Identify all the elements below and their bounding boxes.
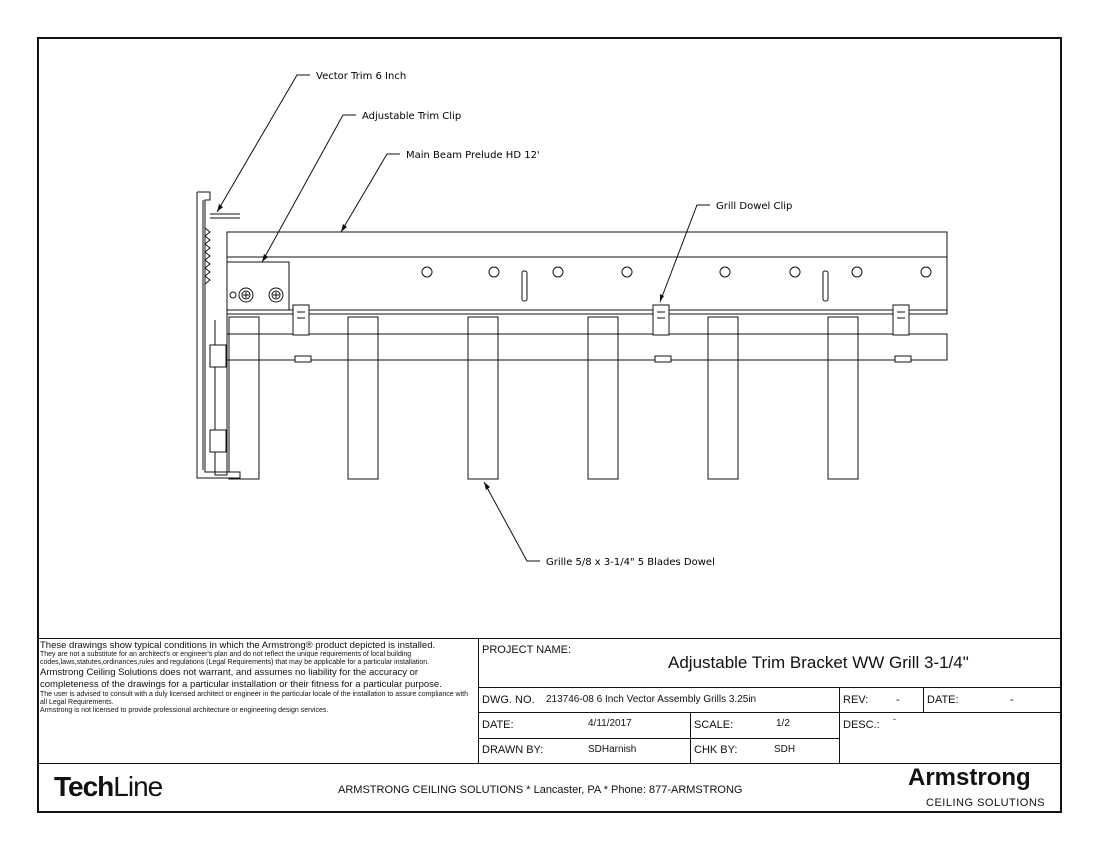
- date-label: DATE:: [482, 719, 514, 731]
- callout-adjustable-clip: Adjustable Trim Clip: [362, 111, 461, 122]
- disclaimer-line5: Armstrong is not licensed to provide pro…: [40, 707, 329, 714]
- desc-label: DESC.:: [843, 719, 880, 731]
- disclaimer-line1: These drawings show typical conditions i…: [40, 640, 436, 651]
- titleblock-divider: [923, 687, 924, 712]
- date-label-2: DATE:: [927, 694, 959, 706]
- grille-blade: [467, 316, 499, 480]
- dowel-rail: [226, 333, 948, 361]
- adjustable-trim-clip: [209, 261, 290, 476]
- titleblock-bottom-line: [38, 763, 1061, 764]
- beam-hole: [920, 266, 932, 278]
- titleblock-divider: [478, 638, 479, 763]
- grille-blade: [827, 316, 859, 480]
- disclaimer-line3: Armstrong Ceiling Solutions does not war…: [40, 667, 442, 690]
- company-info: ARMSTRONG CEILING SOLUTIONS * Lancaster,…: [338, 784, 743, 796]
- grille-blade: [587, 316, 619, 480]
- callout-main-beam: Main Beam Prelude HD 12': [406, 150, 540, 161]
- dwg-no: 213746-08 6 Inch Vector Assembly Grills …: [546, 694, 757, 705]
- rev-label: REV:: [843, 694, 869, 706]
- main-beam: [226, 231, 948, 315]
- arrowhead: [341, 224, 347, 232]
- dwg-no-label: DWG. NO.: [482, 694, 535, 706]
- beam-hole: [621, 266, 633, 278]
- date-value-2: -: [1010, 694, 1014, 706]
- scale-label: SCALE:: [694, 719, 734, 731]
- arrowhead: [217, 204, 223, 212]
- disclaimer-line4: The user is advised to consult with a du…: [40, 691, 469, 706]
- callout-vector-trim: Vector Trim 6 Inch: [316, 71, 406, 82]
- callout-grill-dowel-clip: Grill Dowel Clip: [716, 201, 792, 212]
- dowel-clip-1: [292, 304, 312, 363]
- desc-value: -: [893, 714, 896, 724]
- titleblock-row-line: [478, 712, 1061, 713]
- armstrong-logo: Armstrong: [908, 764, 1031, 791]
- drawn-by: SDHarnish: [588, 744, 637, 755]
- titleblock-divider: [839, 687, 840, 763]
- grille-blade: [347, 316, 379, 480]
- drawing-frame: [37, 37, 1062, 813]
- dowel-clip-2: [652, 304, 672, 363]
- disclaimer-line2: They are not a substitute for an archite…: [40, 651, 430, 666]
- leader-grill-dowel-clip: [659, 204, 710, 303]
- callout-grille: Grille 5/8 x 3-1/4" 5 Blades Dowel: [546, 557, 715, 568]
- dowel-clip-3: [892, 304, 912, 363]
- leader-adjustable-clip: [261, 114, 356, 263]
- titleblock-row-line: [478, 687, 1061, 688]
- grille-blade: [228, 316, 260, 480]
- leader-main-beam: [340, 153, 400, 233]
- scale-value: 1/2: [776, 718, 790, 729]
- techline-logo-light: Line: [113, 771, 163, 802]
- beam-hole: [851, 266, 863, 278]
- drawn-by-label: DRAWN BY:: [482, 744, 544, 756]
- rev-value: -: [896, 694, 900, 706]
- date-value: 4/11/2017: [588, 718, 632, 729]
- beam-hole: [719, 266, 731, 278]
- beam-hole: [789, 266, 801, 278]
- titleblock-top-border: [38, 638, 1061, 639]
- titleblock-row-line: [478, 738, 839, 739]
- armstrong-logo-sub: CEILING SOLUTIONS: [926, 797, 1046, 809]
- vector-trim: [196, 191, 241, 479]
- chk-by: SDH: [774, 744, 796, 755]
- techline-logo: TechLine: [54, 771, 163, 803]
- beam-slot: [822, 270, 829, 302]
- beam-slot: [521, 270, 528, 302]
- grille-blade: [707, 316, 739, 480]
- disclaimer: These drawings show typical conditions i…: [40, 640, 476, 715]
- beam-hole: [421, 266, 433, 278]
- leader-vector-trim: [216, 74, 310, 213]
- leader-grille: [483, 481, 540, 562]
- arrowhead: [484, 482, 490, 490]
- techline-logo-bold: Tech: [54, 771, 114, 802]
- beam-hole: [488, 266, 500, 278]
- project-name-label: PROJECT NAME:: [482, 644, 572, 656]
- arrowhead: [660, 294, 664, 302]
- beam-hole: [552, 266, 564, 278]
- project-name: Adjustable Trim Bracket WW Grill 3-1/4": [668, 653, 969, 672]
- arrowhead: [262, 254, 268, 262]
- chk-by-label: CHK BY:: [694, 744, 738, 756]
- titleblock-divider: [690, 712, 691, 763]
